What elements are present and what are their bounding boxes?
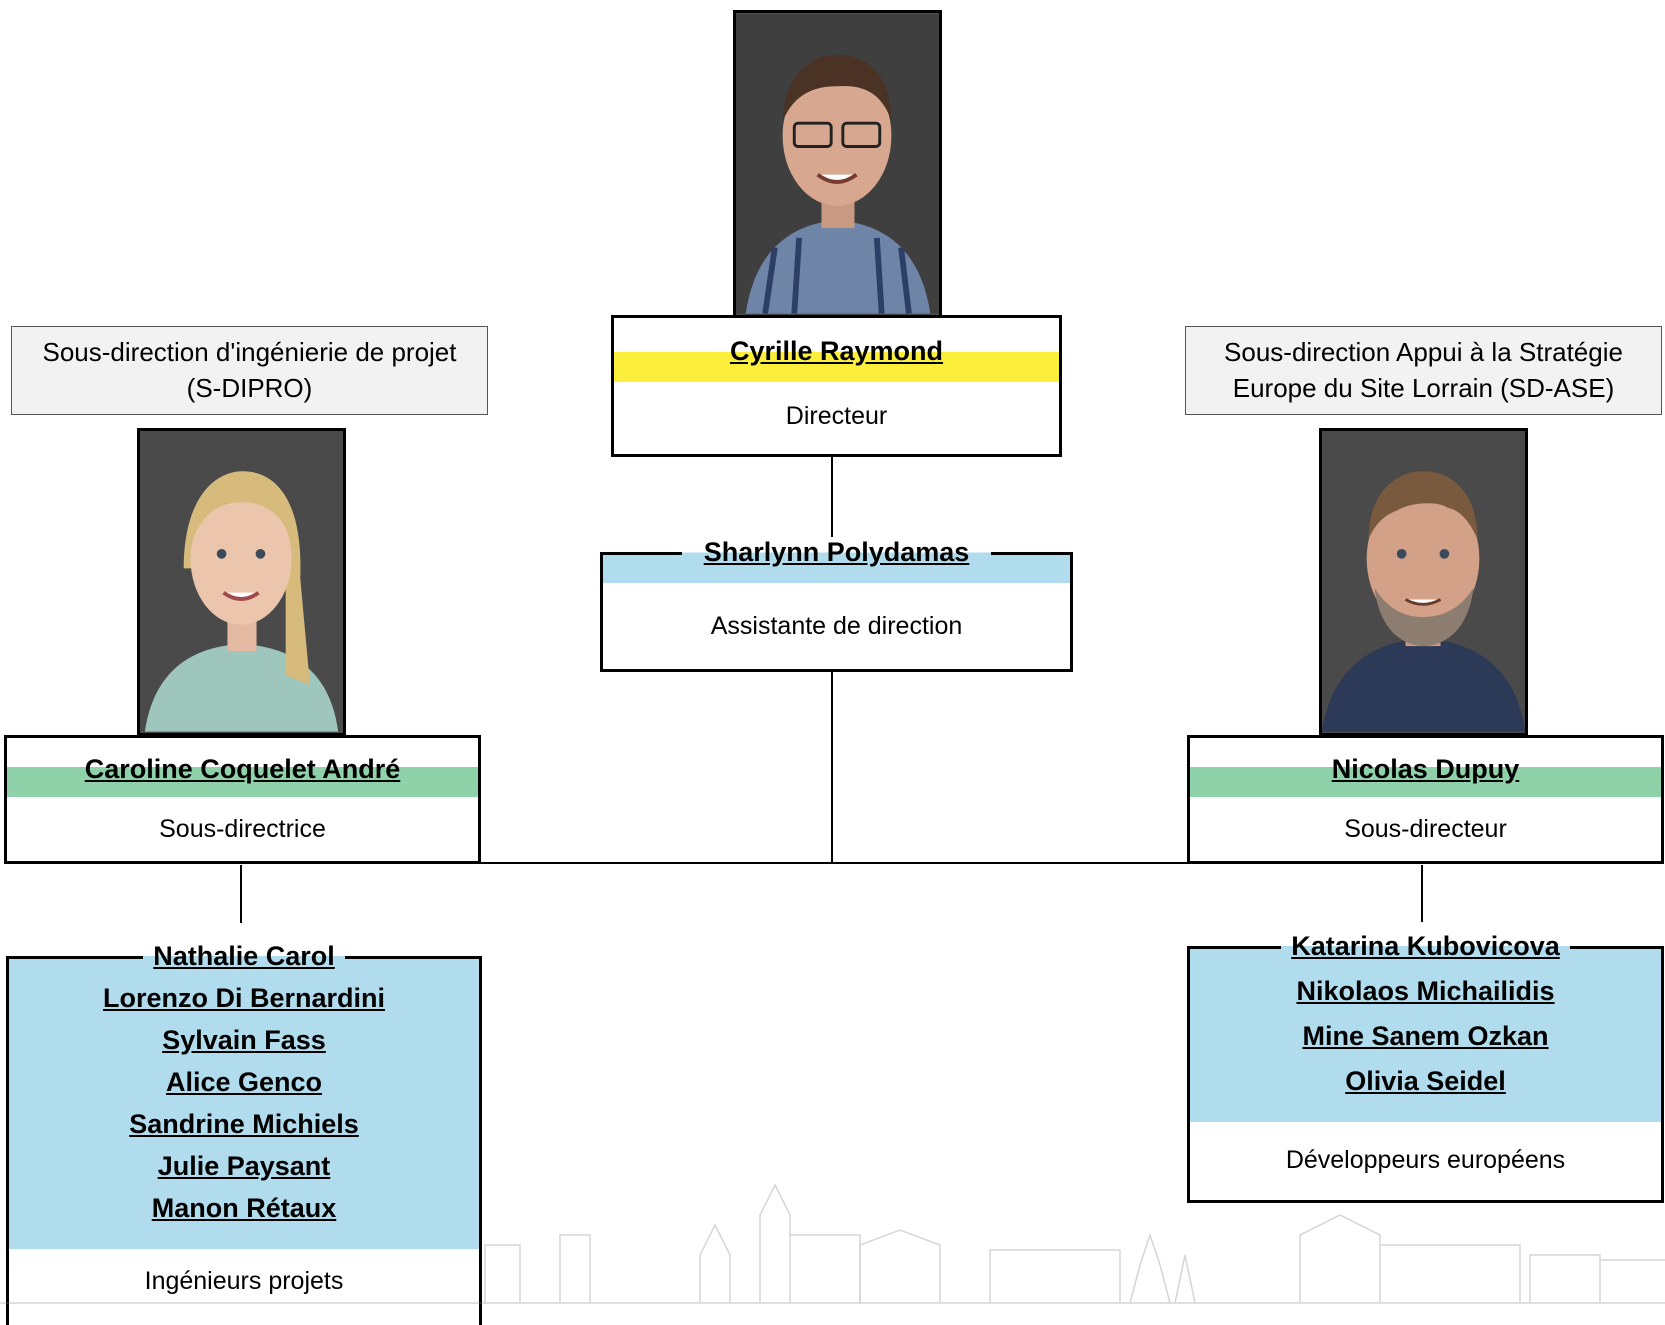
left-head-role: Sous-directrice bbox=[159, 815, 326, 843]
person-icon bbox=[1322, 432, 1525, 732]
director-highlight-band bbox=[614, 352, 1059, 382]
person-icon bbox=[140, 432, 343, 732]
director-name[interactable]: Cyrille Raymond bbox=[729, 336, 944, 366]
assistant-name[interactable]: Sharlynn Polydamas bbox=[603, 537, 1070, 567]
team-member[interactable]: Manon Rétaux bbox=[141, 1195, 347, 1222]
right-unit-label-text: Sous-direction Appui à la Stratégie Euro… bbox=[1224, 337, 1623, 403]
team-member[interactable]: Julie Paysant bbox=[147, 1153, 341, 1180]
right-team-list: Katarina Kubovicova Nikolaos Michailidis… bbox=[1190, 933, 1661, 1095]
left-team-card: Nathalie Carol Lorenzo Di Bernardini Syl… bbox=[6, 943, 482, 1325]
team-member[interactable]: Mine Sanem Ozkan bbox=[1292, 1023, 1559, 1050]
right-head-role: Sous-directeur bbox=[1344, 815, 1507, 843]
left-team-role: Ingénieurs projets bbox=[144, 1267, 344, 1295]
person-icon bbox=[736, 14, 939, 315]
left-unit-label: Sous-direction d'ingénierie de projet (S… bbox=[11, 326, 488, 415]
left-head-photo bbox=[137, 428, 346, 736]
right-head-photo bbox=[1319, 428, 1528, 736]
team-member[interactable]: Nikolaos Michailidis bbox=[1286, 978, 1565, 1005]
connector-right-team bbox=[1421, 865, 1423, 922]
team-member[interactable]: Alice Genco bbox=[155, 1069, 333, 1096]
team-member[interactable]: Nathalie Carol bbox=[143, 943, 345, 970]
right-head-highlight-band bbox=[1190, 767, 1661, 797]
left-team-list: Nathalie Carol Lorenzo Di Bernardini Syl… bbox=[9, 943, 479, 1222]
team-member[interactable]: Sylvain Fass bbox=[152, 1027, 336, 1054]
assistant-role: Assistante de direction bbox=[710, 612, 963, 640]
assistant-card: Sharlynn Polydamas Assistante de directi… bbox=[600, 537, 1073, 672]
team-member[interactable]: Sandrine Michiels bbox=[119, 1111, 369, 1138]
left-head-highlight-band bbox=[7, 767, 478, 797]
director-photo bbox=[733, 10, 942, 318]
team-member[interactable]: Olivia Seidel bbox=[1335, 1068, 1516, 1095]
right-team-role: Développeurs européens bbox=[1285, 1146, 1566, 1174]
connector-assistant-trunk bbox=[831, 672, 833, 864]
left-head-card: Caroline Coquelet André Sous-directrice bbox=[4, 735, 481, 864]
connector-left-team bbox=[240, 865, 242, 923]
director-role: Directeur bbox=[785, 402, 888, 430]
city-skyline-icon bbox=[0, 1183, 1665, 1304]
left-head-name[interactable]: Caroline Coquelet André bbox=[84, 754, 401, 784]
right-unit-label: Sous-direction Appui à la Stratégie Euro… bbox=[1185, 326, 1662, 415]
left-unit-label-text: Sous-direction d'ingénierie de projet (S… bbox=[42, 337, 457, 403]
connector-horizontal bbox=[481, 862, 1187, 864]
assistant-name-text[interactable]: Sharlynn Polydamas bbox=[681, 537, 992, 567]
team-member[interactable]: Lorenzo Di Bernardini bbox=[92, 985, 396, 1012]
team-member[interactable]: Katarina Kubovicova bbox=[1281, 933, 1570, 960]
right-head-card: Nicolas Dupuy Sous-directeur bbox=[1187, 735, 1664, 864]
connector-director-assistant bbox=[831, 457, 833, 552]
right-team-card: Katarina Kubovicova Nikolaos Michailidis… bbox=[1187, 933, 1664, 1203]
right-head-name[interactable]: Nicolas Dupuy bbox=[1331, 754, 1520, 784]
director-card: Cyrille Raymond Directeur bbox=[611, 315, 1062, 457]
